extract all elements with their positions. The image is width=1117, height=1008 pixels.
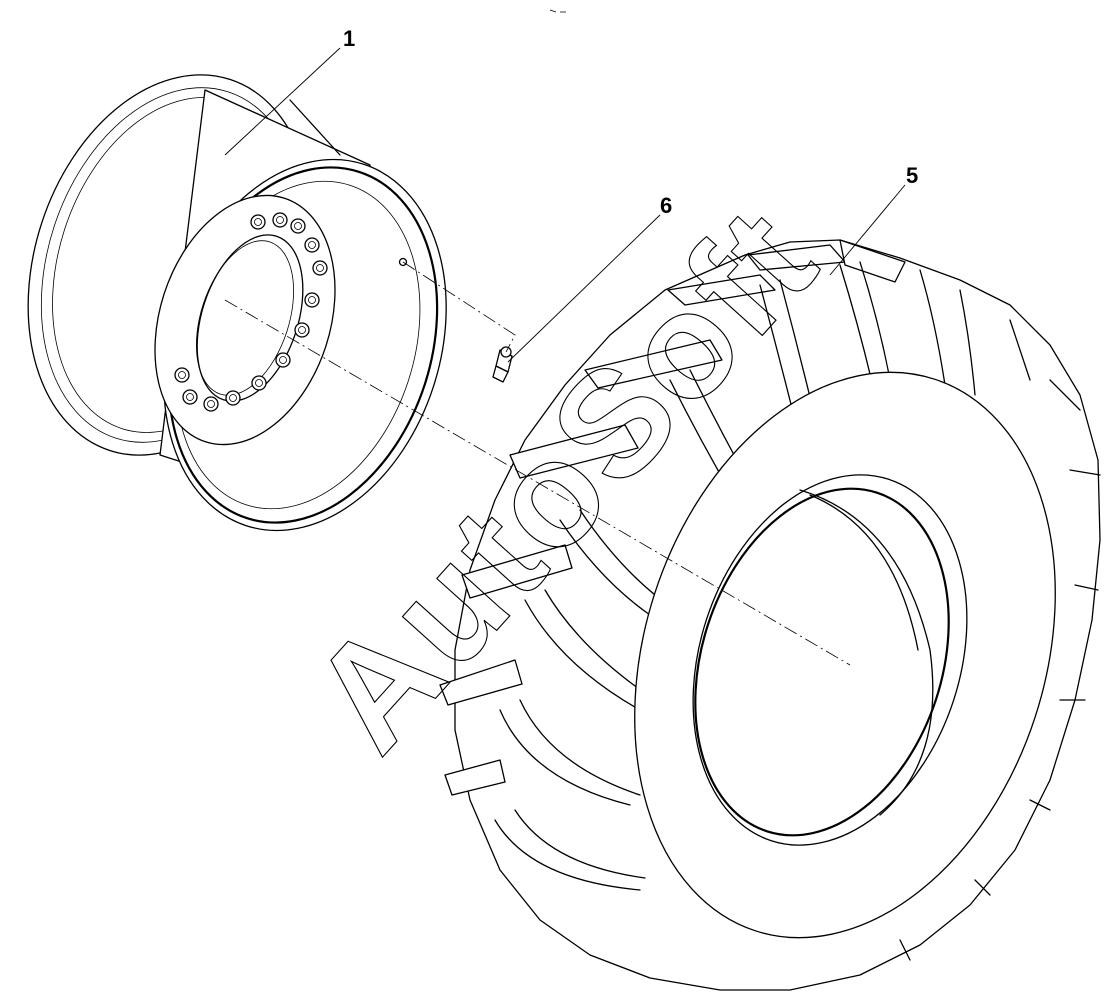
valve xyxy=(492,346,513,383)
valve-assembly-line xyxy=(402,261,516,353)
tyre xyxy=(439,239,1101,991)
leader-line-6 xyxy=(507,214,661,363)
callout-label-1: 1 xyxy=(343,26,355,51)
wheel-axis-line xyxy=(224,299,851,666)
rim-bolt-holes xyxy=(174,212,328,412)
leader-line-5 xyxy=(829,184,906,276)
callouts: 1 5 6 xyxy=(224,26,918,363)
callout-label-6: 6 xyxy=(660,193,672,218)
top-mark xyxy=(549,9,566,13)
assembly-lines xyxy=(224,261,851,666)
tyre-bead-inner xyxy=(694,487,950,837)
rim xyxy=(27,74,447,532)
leader-line-1 xyxy=(224,47,341,156)
callout-label-5: 5 xyxy=(906,163,918,188)
